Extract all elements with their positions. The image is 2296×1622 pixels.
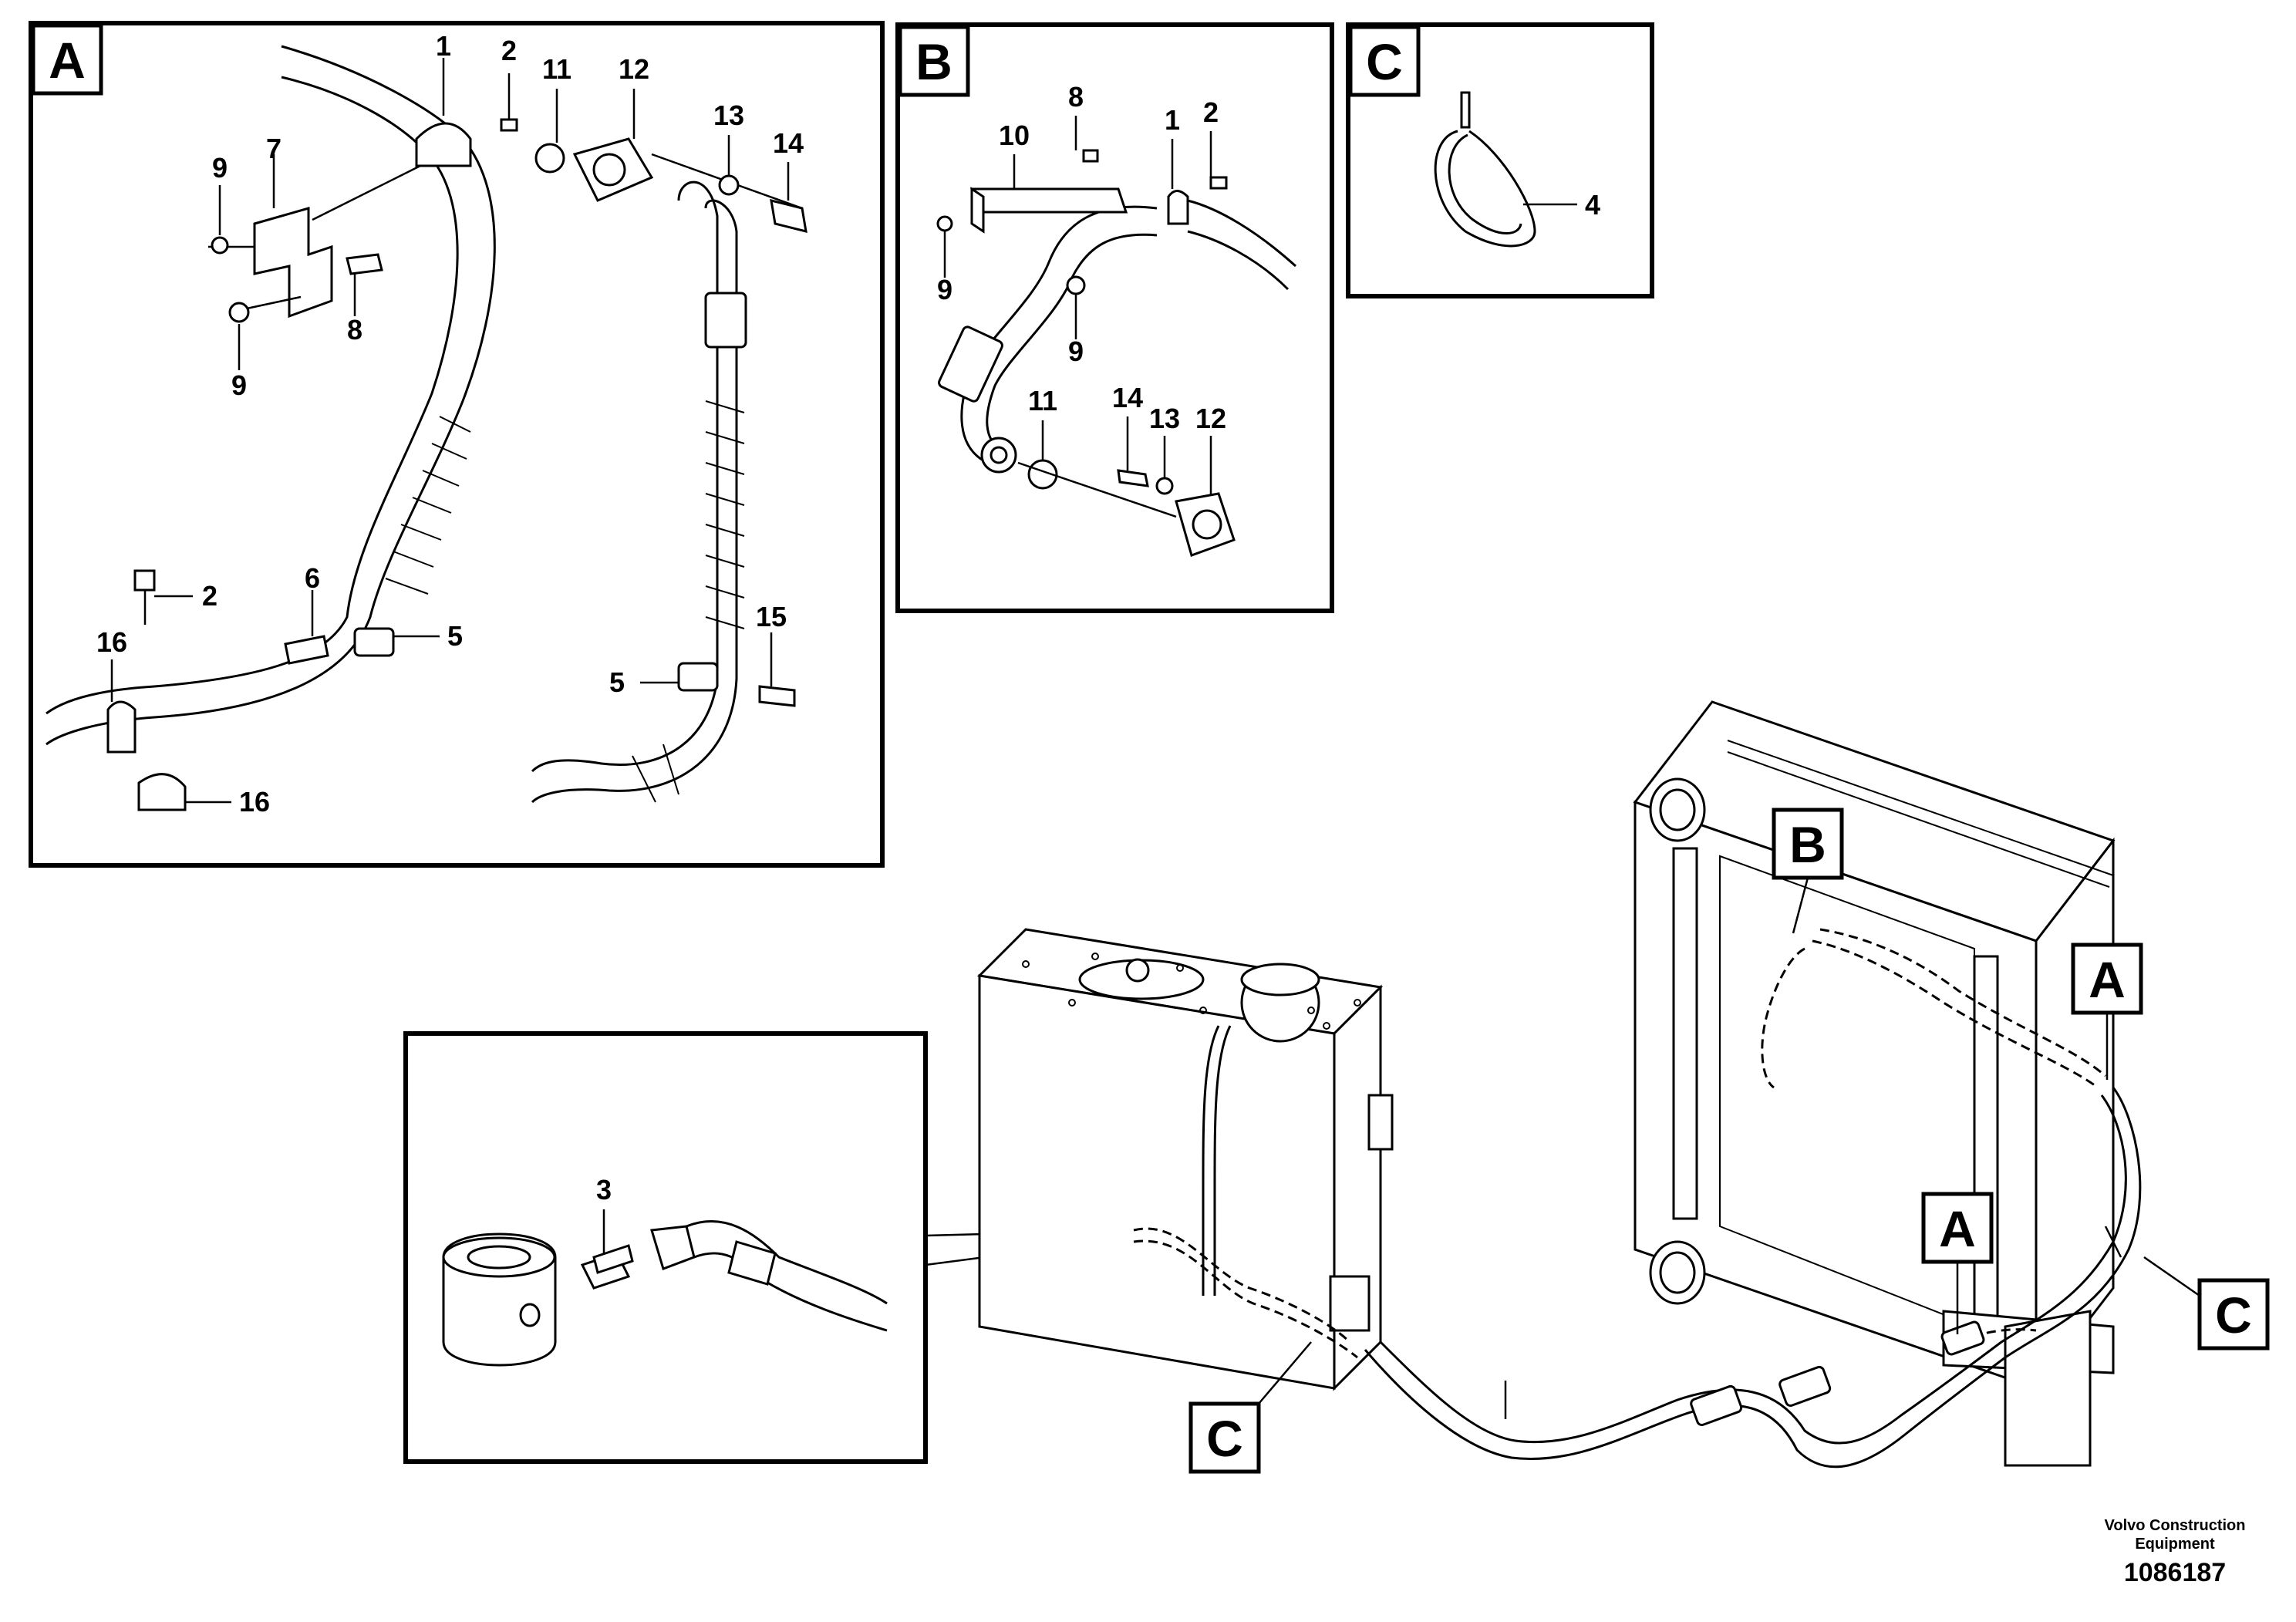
callout-a-8: 8 xyxy=(347,314,362,346)
view-c-panel: C 4 xyxy=(1346,22,1654,298)
svg-text:B: B xyxy=(1789,816,1826,873)
callout-b-13: 13 xyxy=(1149,403,1180,434)
view-a-washer-13-bolt-14 xyxy=(718,135,807,234)
callout-detail-3: 3 xyxy=(596,1174,612,1206)
callout-b-14: 14 xyxy=(1112,382,1143,413)
svg-text:C: C xyxy=(1206,1410,1243,1467)
callout-c-4: 4 xyxy=(1585,189,1600,221)
callout-b-2: 2 xyxy=(1203,96,1219,128)
marker-a-lower: A xyxy=(1921,1192,1994,1334)
callout-a-5-left: 5 xyxy=(447,620,463,652)
footer-company-line1: Volvo Construction xyxy=(2105,1517,2246,1534)
radiator-cooler xyxy=(1633,700,2116,1467)
callout-a-9-bottom: 9 xyxy=(231,369,247,401)
view-a-panel: A xyxy=(29,21,885,868)
hose-routing xyxy=(1133,928,2142,1469)
detail-panel-fitting: 3 xyxy=(403,1031,1135,1464)
marker-c-right: C xyxy=(2143,1256,2270,1351)
view-a-hose-right xyxy=(531,180,747,804)
footer-block: Volvo Construction Equipment 1086187 xyxy=(2105,1517,2246,1587)
callout-a-2: 2 xyxy=(501,35,517,66)
callout-a-16-bottom: 16 xyxy=(239,786,270,818)
callout-a-5-right: 5 xyxy=(609,666,625,698)
hydraulic-tank xyxy=(976,928,1394,1391)
callout-a-15: 15 xyxy=(756,601,787,632)
view-a-label: A xyxy=(49,32,86,89)
callout-a-12: 12 xyxy=(619,53,649,85)
marker-a-upper: A xyxy=(2071,943,2143,1080)
callout-b-8: 8 xyxy=(1068,81,1084,113)
view-a-lower-hardware xyxy=(106,569,796,811)
view-c-label: C xyxy=(1366,33,1403,90)
view-a-bracket-7 xyxy=(208,154,421,319)
callout-b-12: 12 xyxy=(1195,403,1226,434)
callout-a-1: 1 xyxy=(436,30,451,62)
svg-text:A: A xyxy=(2089,951,2126,1008)
callout-a-2-lower: 2 xyxy=(202,580,217,612)
view-a-bolt-2-top xyxy=(500,73,518,132)
marker-c-left: C xyxy=(1188,1341,1312,1474)
callout-b-9-right: 9 xyxy=(1068,336,1084,367)
view-a-clamp-1 xyxy=(415,58,472,167)
callout-b-10: 10 xyxy=(999,120,1030,151)
svg-text:A: A xyxy=(1939,1200,1976,1257)
callout-a-6: 6 xyxy=(305,562,320,594)
footer-company-line2: Equipment xyxy=(2135,1536,2215,1553)
drawing-number: 1086187 xyxy=(2124,1558,2226,1587)
svg-text:C: C xyxy=(2215,1286,2252,1344)
view-a-left-hardware xyxy=(211,185,383,370)
callout-a-9-top: 9 xyxy=(212,152,228,184)
view-b-panel: B 10 8 1 2 9 9 11 xyxy=(895,22,1334,613)
callout-a-14: 14 xyxy=(773,127,804,159)
callout-a-16-top: 16 xyxy=(96,626,127,658)
view-b-label: B xyxy=(915,33,952,90)
callout-b-9-left: 9 xyxy=(937,274,952,305)
view-a-flange-12 xyxy=(534,89,803,210)
callout-a-13: 13 xyxy=(713,99,744,131)
callout-b-1: 1 xyxy=(1165,104,1180,136)
callout-a-7: 7 xyxy=(266,133,282,164)
callout-a-11: 11 xyxy=(542,53,571,85)
callout-b-11: 11 xyxy=(1028,385,1057,416)
marker-b: B xyxy=(1772,808,1844,934)
